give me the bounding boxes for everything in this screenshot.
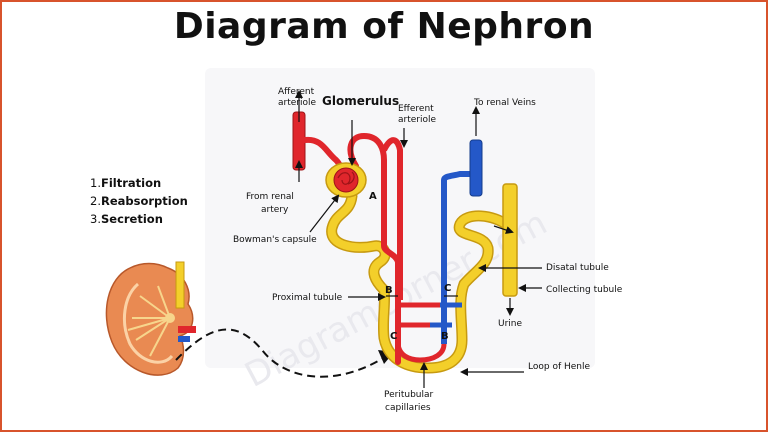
loop-of-henle-label: Loop of Henle <box>528 362 590 372</box>
step-number: 1. <box>90 176 101 190</box>
peritubular-label-line2: capillaries <box>385 403 431 413</box>
glomerulus-coil <box>337 171 355 185</box>
marker-b-left: B <box>385 285 393 296</box>
afferent-label-line1: Afferent <box>278 87 315 97</box>
urine-label: Urine <box>498 319 522 329</box>
step-number: 2. <box>90 194 101 208</box>
renal-vein-vessel <box>469 139 483 197</box>
page-title: Diagram of Nephron <box>173 6 595 47</box>
from-renal-label-line2: artery <box>261 205 289 215</box>
marker-c-bottom: C <box>390 331 397 342</box>
afferent-label-line2: arteriole <box>278 98 316 108</box>
step-text: Secretion <box>100 212 163 226</box>
dashed-pointer-arrow <box>175 328 386 378</box>
step-number: 3. <box>90 212 101 226</box>
collecting-tubule-label: Collecting tubule <box>546 285 623 295</box>
step-item: 2.Reabsorption <box>90 192 188 210</box>
capillary-loop <box>395 300 447 363</box>
step-text: Reabsorption <box>100 194 188 208</box>
step-text: Filtration <box>100 176 162 190</box>
proximal-tubule-label: Proximal tubule <box>272 293 343 303</box>
collecting-duct <box>502 183 518 297</box>
efferent-label-line1: Efferent <box>398 104 434 114</box>
renal-veins-label: To renal Veins <box>473 98 536 108</box>
marker-b-bottom: B <box>441 331 449 342</box>
bowmans-capsule-label: Bowman's capsule <box>233 235 317 245</box>
peritubular-label-line1: Peritubular <box>384 390 434 400</box>
efferent-label-line2: arteriole <box>398 115 436 125</box>
nephron-structure <box>292 111 518 374</box>
marker-a: A <box>369 191 377 202</box>
from-renal-label-line1: From renal <box>246 192 294 202</box>
step-item: 1.Filtration <box>90 174 188 192</box>
distal-tubule-label: Disatal tubule <box>546 263 609 273</box>
efferent-descending-vessel <box>381 137 403 300</box>
glomerulus-label: Glomerulus <box>322 94 399 108</box>
venous-return-vessel <box>441 171 476 344</box>
marker-c-right: C <box>444 283 451 294</box>
process-steps-list: 1.Filtration 2.Reabsorption 3.Secretion <box>90 174 188 228</box>
kidney-illustration <box>105 261 196 376</box>
glomerulus <box>333 167 359 193</box>
annotation-arrows <box>295 90 542 388</box>
step-item: 3.Secretion <box>90 210 188 228</box>
